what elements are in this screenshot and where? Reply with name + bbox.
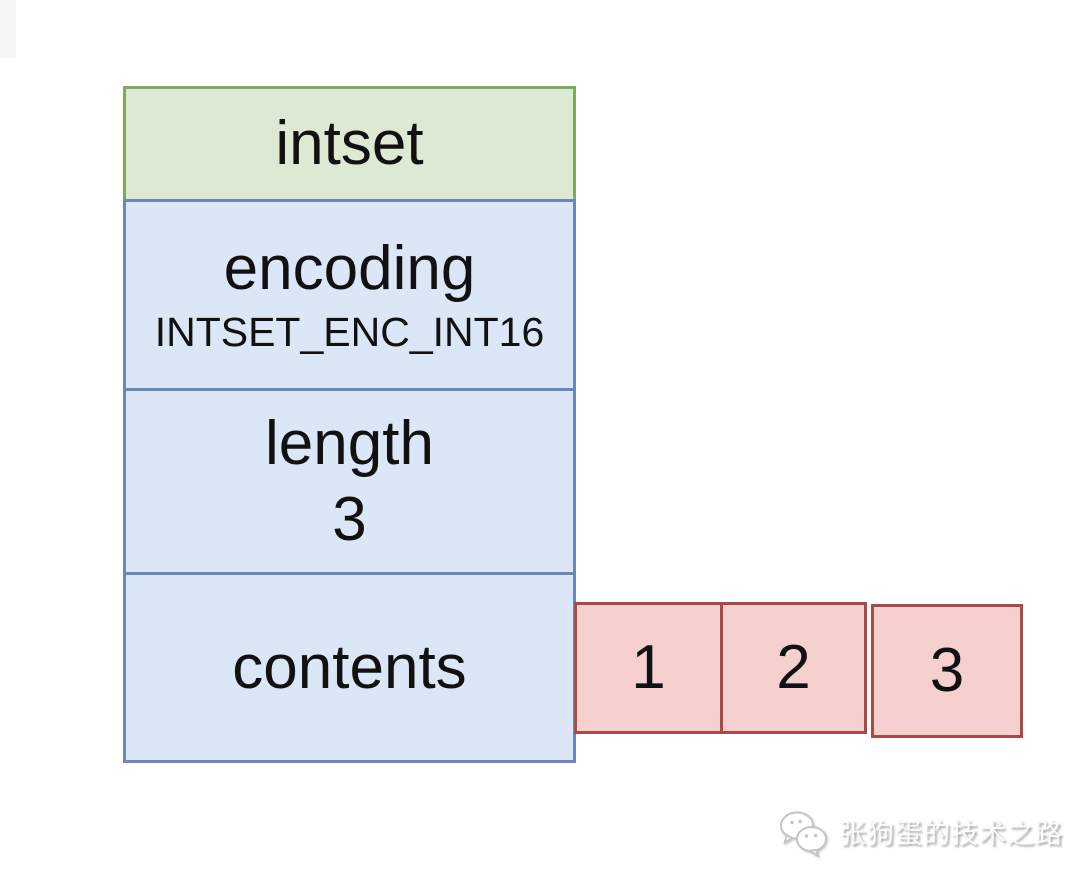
encoding-label: encoding [223,233,476,303]
encoding-value: INTSET_ENC_INT16 [154,308,545,355]
encoding-cell: encoding INTSET_ENC_INT16 [123,199,576,391]
contents-item-value: 3 [929,636,965,705]
length-value: 3 [332,484,367,554]
contents-cell: contents [123,572,576,763]
watermark: 张狗蛋的技术之路 [778,806,1063,862]
contents-item: 1 [574,602,723,734]
contents-item: 3 [871,604,1023,738]
contents-item-value: 1 [631,633,666,702]
intset-header-label: intset [275,109,424,178]
length-label: length [265,408,434,478]
wechat-chat-bubbles-icon [780,811,827,857]
watermark-text: 张狗蛋的技术之路 [839,819,1063,849]
length-cell: length 3 [123,388,576,575]
intset-header-cell: intset [123,86,576,202]
contents-item: 2 [720,602,867,734]
left-edge-artifact [0,0,16,58]
contents-label: contents [232,632,467,702]
contents-item-value: 2 [776,633,811,702]
